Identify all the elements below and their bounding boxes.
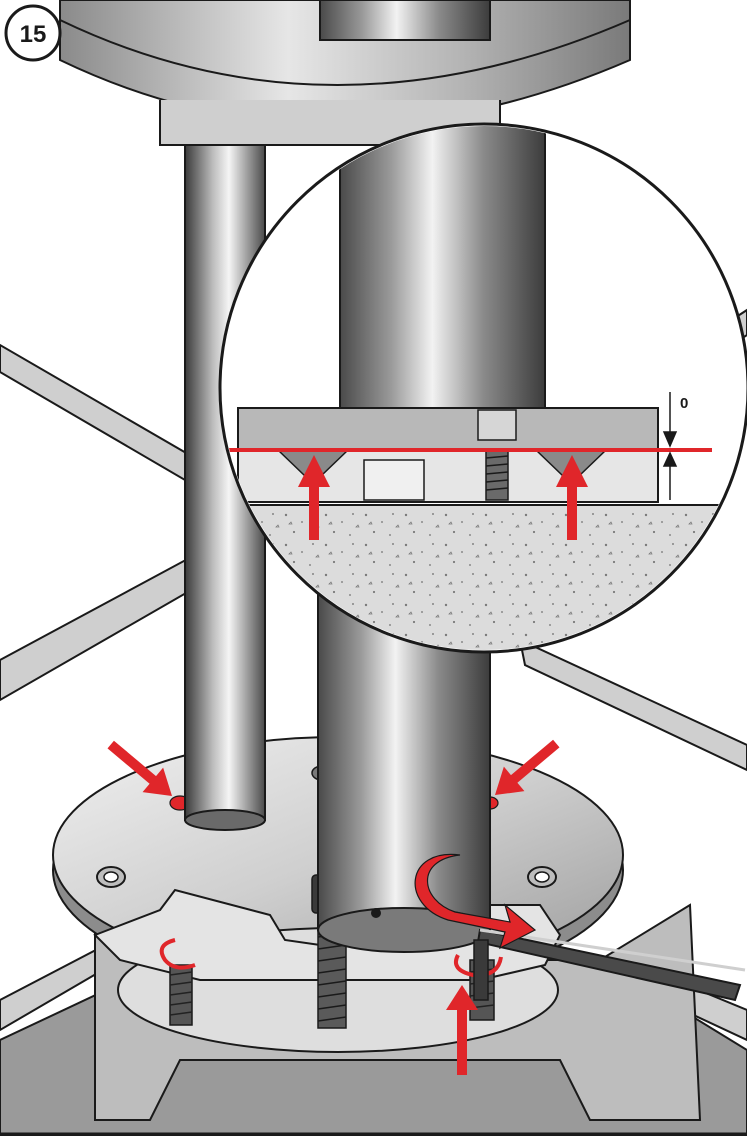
allen-key-icon xyxy=(473,928,746,1002)
detail-arrows xyxy=(298,455,588,540)
gap-dimension xyxy=(662,392,678,500)
step-badge: 15 xyxy=(4,4,62,62)
step-number: 15 xyxy=(20,21,47,48)
flange-screw-right xyxy=(527,866,557,888)
pointer-arrows xyxy=(107,739,560,1075)
top-plate xyxy=(59,0,631,146)
arrow-icon xyxy=(495,739,560,795)
flange-screw-left xyxy=(96,866,126,888)
detail-column xyxy=(339,126,546,411)
arrow-icon xyxy=(107,740,172,796)
arrow-icon xyxy=(446,985,478,1075)
curved-arrow-icon xyxy=(414,853,537,950)
detail-flange xyxy=(237,407,659,451)
gap-value-label: 0 xyxy=(680,395,688,412)
bolt-left xyxy=(159,938,196,1026)
